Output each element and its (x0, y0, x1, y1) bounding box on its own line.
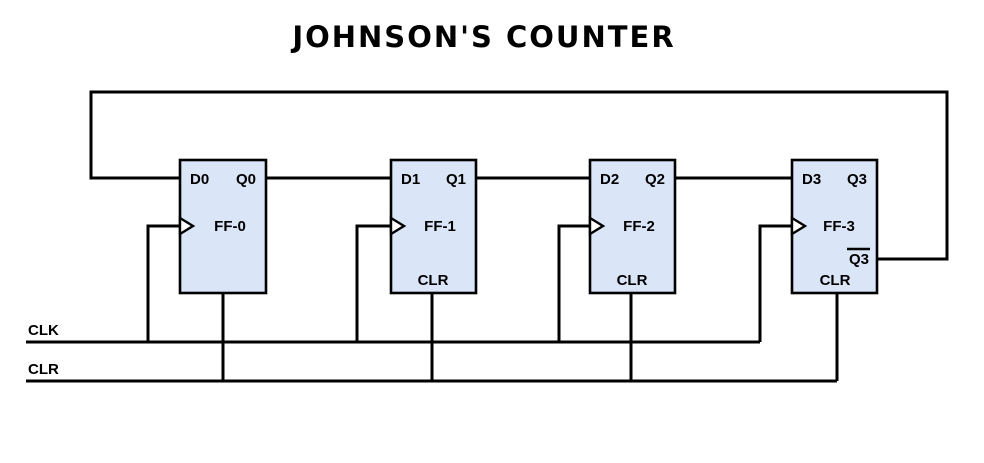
ff3-q-pin-label: Q3 (847, 171, 867, 188)
ff1-name-label: FF-1 (424, 218, 456, 235)
clk-riser-ff2 (557, 224, 590, 342)
flipflop-ff2: D2 Q2 FF-2 CLR (588, 158, 677, 295)
ff0-d-pin-label: D0 (190, 171, 209, 188)
ff1-d-pin-label: D1 (401, 171, 420, 188)
ff0-name-label: FF-0 (214, 218, 246, 235)
ff0-body (178, 158, 268, 295)
ff1-q-pin-label: Q1 (446, 171, 466, 188)
ff2-clock-triangle-icon (588, 215, 606, 237)
ff3-qbar-pin-label: Q3 (849, 251, 869, 268)
clr-bus-label: CLR (28, 361, 59, 378)
ff1-clock-triangle-icon (389, 215, 407, 237)
ff3-clock-triangle-icon (790, 215, 808, 237)
flipflop-ff3: D3 Q3 FF-3 Q3 CLR (790, 158, 879, 295)
clk-riser-ff3 (758, 224, 792, 342)
ff3-d-pin-label: D3 (802, 171, 821, 188)
ff2-d-pin-label: D2 (600, 171, 619, 188)
ff2-name-label: FF-2 (623, 218, 655, 235)
flipflop-ff0: D0 Q0 FF-0 (178, 158, 268, 295)
ff0-q-pin-label: Q0 (236, 171, 256, 188)
ff3-name-label: FF-3 (823, 218, 855, 235)
ff1-clr-pin-label: CLR (418, 272, 449, 289)
diagram-title: JOHNSON'S COUNTER (290, 20, 675, 54)
clk-bus-label: CLK (28, 322, 59, 339)
ff2-q-pin-label: Q2 (645, 171, 665, 188)
clk-riser-ff1 (355, 224, 391, 342)
clk-riser-ff0 (146, 224, 180, 342)
ff3-clr-pin-label: CLR (820, 272, 851, 289)
flipflop-ff1: D1 Q1 FF-1 CLR (389, 158, 478, 295)
ff0-clock-triangle-icon (178, 215, 196, 237)
feedback-wire-q3bar-to-d0 (89, 90, 949, 261)
ff2-clr-pin-label: CLR (617, 272, 648, 289)
